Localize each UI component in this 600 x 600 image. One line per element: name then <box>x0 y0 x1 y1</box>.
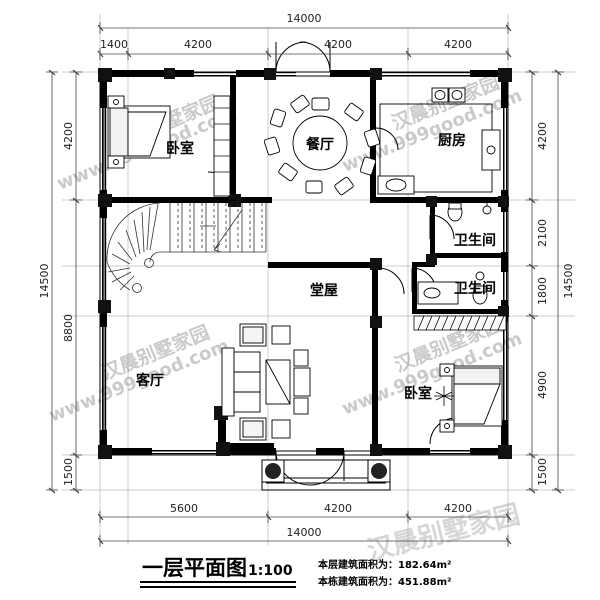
title-block: 一层平面图 1:100 本层建筑面积为：182.64m² 本栋建筑面积为：451… <box>140 556 451 588</box>
dim-bottom-seg-2: 4200 <box>444 502 472 515</box>
dim-right-seg-1: 2100 <box>536 219 549 247</box>
dim-top-seg-0: 1400 <box>100 38 128 51</box>
staircase <box>106 202 267 293</box>
dim-top-seg-2: 4200 <box>324 38 352 51</box>
dim-right-seg-0: 4200 <box>536 122 549 150</box>
living-room-furniture <box>221 323 311 441</box>
dim-left-seg-0: 4200 <box>62 122 75 150</box>
drawing-scale: 1:100 <box>248 563 293 579</box>
room-label-layer: 卧室 餐厅 厨房 卫生间 卫生间 堂屋 客厅 卧室 <box>135 132 496 402</box>
dim-right-seg-2: 1800 <box>536 277 549 305</box>
drawing-title: 一层平面图 <box>142 556 247 580</box>
room-label-bathroom-lower: 卫生间 <box>454 280 496 297</box>
porch-column-left <box>265 463 281 479</box>
column-layer <box>98 68 512 459</box>
dim-left-seg-2: 1500 <box>62 458 75 486</box>
entry-porch <box>261 459 391 491</box>
dim-bottom-seg-1: 4200 <box>324 502 352 515</box>
dim-bottom-seg-0: 5600 <box>170 502 198 515</box>
bedroom-bottom-right-furniture <box>434 363 503 433</box>
bathroom-fixtures <box>413 202 507 331</box>
dim-right-seg-3: 4900 <box>536 371 549 399</box>
dim-right-total: 14500 <box>562 264 575 299</box>
dim-left-total: 14500 <box>38 264 51 299</box>
dimension-text-layer: 14000 1400 4200 4200 4200 5600 4200 4200… <box>38 12 575 539</box>
dim-top-seg-1: 4200 <box>184 38 212 51</box>
room-label-bathroom-upper: 卫生间 <box>454 232 496 249</box>
dim-top-seg-3: 4200 <box>444 38 472 51</box>
kitchen-fixtures <box>377 87 501 195</box>
dim-top-total: 14000 <box>287 12 322 25</box>
dining-table-set <box>263 94 381 196</box>
dim-bottom-total: 14000 <box>287 526 322 539</box>
dimension-layer <box>46 22 564 547</box>
room-label-central-hall: 堂屋 <box>310 282 338 299</box>
area-building-text: 本栋建筑面积为：451.88m² <box>318 575 451 588</box>
room-label-living-room: 客厅 <box>135 372 164 389</box>
room-label-dining-room: 餐厅 <box>305 136 334 153</box>
bedroom-top-left-furniture <box>107 95 231 197</box>
room-label-bedroom-bottom-right: 卧室 <box>404 385 432 402</box>
room-label-kitchen: 厨房 <box>438 132 466 149</box>
room-label-bedroom-top-left: 卧室 <box>166 140 194 157</box>
porch-column-right <box>371 463 387 479</box>
dim-right-seg-4: 1500 <box>536 458 549 486</box>
area-floor-text: 本层建筑面积为：182.64m² <box>318 558 451 571</box>
dim-left-seg-1: 8800 <box>62 314 75 342</box>
